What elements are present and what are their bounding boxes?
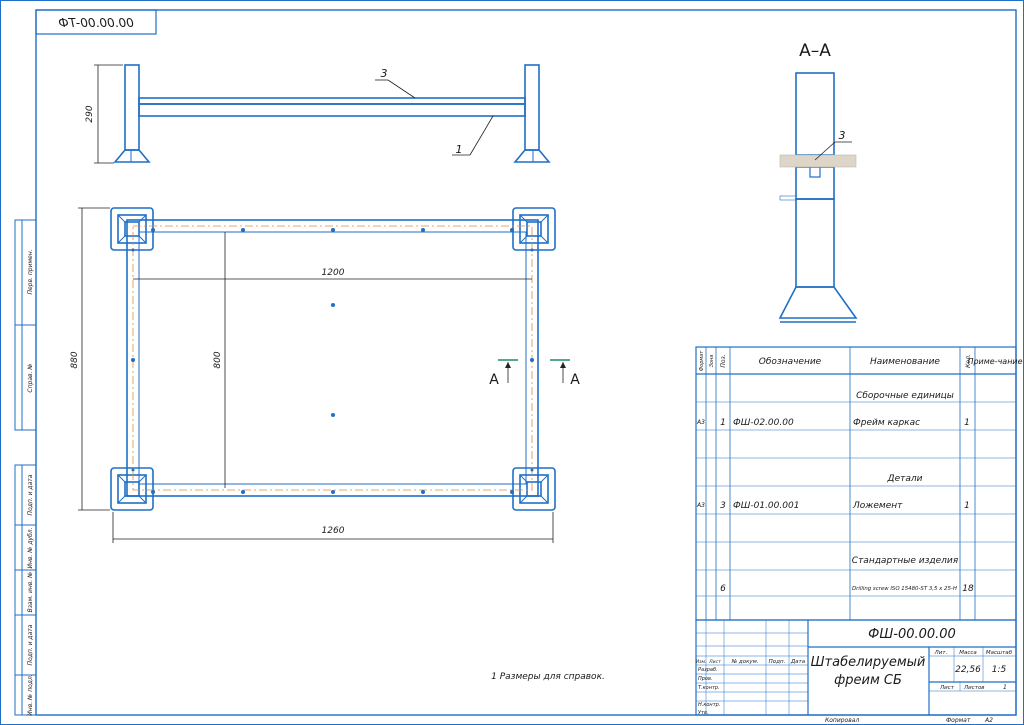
tb-scale-label: Масштаб xyxy=(986,650,1013,656)
side-stamp-label: Инв. № дубл. xyxy=(27,527,34,568)
spec-row-format: А3 xyxy=(696,419,705,426)
spec-header-format: Формат xyxy=(699,350,705,371)
tb-copied-label: Копировал xyxy=(825,717,859,724)
section-callout-line xyxy=(814,141,852,161)
side-stamp-label: Справ. № xyxy=(27,363,34,392)
tb-sheets-label: Листов xyxy=(963,685,985,691)
tb-lit-label: Лит. xyxy=(934,650,948,656)
side-stamp-label: Подп. и дата xyxy=(27,474,34,515)
drawing-note: 1 Размеры для справок. xyxy=(491,672,605,682)
front-callout-1: 1 xyxy=(456,143,463,156)
tb-col-label: Дата xyxy=(790,659,806,665)
tb-role-label: Пров. xyxy=(698,676,713,682)
section-callout-3: 3 xyxy=(839,129,846,142)
top-outer-height-dim: 880 xyxy=(70,351,80,368)
spec-header-qty: Кол. xyxy=(965,354,972,368)
tb-col-label: Подп. xyxy=(769,659,786,665)
spec-row-pos: 1 xyxy=(720,418,726,428)
spec-table xyxy=(695,346,1017,621)
spec-row-qty: 1 xyxy=(964,418,970,428)
spec-row-pos: 6 xyxy=(720,584,726,594)
side-stamp-label: Взам. инв. № xyxy=(27,572,34,613)
spec-row-name: Ложемент xyxy=(852,501,903,511)
spec-header-designation: Обозначение xyxy=(759,357,822,367)
spec-table-rows xyxy=(696,401,1016,597)
spec-section-assembly: Сборочные единицы xyxy=(856,391,954,401)
spec-row-name: Фрейм каркас xyxy=(853,418,920,428)
title-line-2: фреим СБ xyxy=(834,673,902,688)
tb-role-label: Т.контр. xyxy=(698,685,720,691)
top-view xyxy=(110,207,556,511)
tb-role-label: Н.контр. xyxy=(698,702,720,708)
tb-mass-label: Масса xyxy=(959,650,977,656)
spec-header-zone: Зона xyxy=(709,355,715,368)
tb-col-label: № докум. xyxy=(730,659,758,665)
side-stamp xyxy=(14,219,37,716)
side-stamp-label: Инв. № подл. xyxy=(27,674,34,715)
top-outer-width-dim: 1260 xyxy=(322,526,345,536)
spec-row-name: Drilling screw ISO 15480-ST 3,5 x 25-H xyxy=(852,586,957,592)
spec-row-qty: 18 xyxy=(962,584,974,594)
section-view xyxy=(778,72,858,323)
spec-row-qty: 1 xyxy=(964,501,970,511)
tb-mass-value: 22,56 xyxy=(955,665,981,675)
spec-section-parts: Детали xyxy=(887,474,923,484)
drawing-code-text: 00.00.00-ТФ xyxy=(58,16,133,30)
title-block-grid xyxy=(696,620,1016,715)
top-inner-width-dim: 1200 xyxy=(322,268,345,278)
spec-header-pos: Поз. xyxy=(720,354,727,367)
side-stamp-label: Подп. и дата xyxy=(27,624,34,665)
tb-role-label: Утв. xyxy=(698,710,709,716)
front-view-dims xyxy=(94,64,494,164)
top-view-axis xyxy=(132,225,533,491)
tb-format-label: Формат xyxy=(946,717,971,724)
spec-section-standard: Стандартные изделия xyxy=(852,556,959,566)
title-line-1: Штабелируемый xyxy=(811,655,926,670)
top-inner-height-dim: 800 xyxy=(213,351,223,368)
tb-scale-value: 1:5 xyxy=(992,665,1007,675)
tb-role-label: Разраб. xyxy=(698,667,718,673)
front-height-dim: 290 xyxy=(85,105,95,122)
spec-row-designation: ФШ-01.00.001 xyxy=(733,501,799,511)
spec-row-designation: ФШ-02.00.00 xyxy=(733,418,794,428)
spec-row-pos: 3 xyxy=(720,501,726,511)
tb-col-label: Изм. xyxy=(696,659,707,665)
spec-header-name: Наименование xyxy=(870,357,940,367)
title-block xyxy=(695,619,1017,716)
front-view xyxy=(113,64,551,163)
side-stamp-label: Перв. примен. xyxy=(27,249,34,294)
screw-marks xyxy=(131,228,534,494)
section-mark-left: A xyxy=(489,372,499,388)
tb-sheet-label: Лист xyxy=(939,685,955,691)
section-mark-right: A xyxy=(570,372,580,388)
section-marks xyxy=(498,359,570,383)
tb-sheets-value: 1 xyxy=(1003,684,1007,691)
top-view-dims xyxy=(78,207,554,543)
title-doc-code: ФШ-00.00.00 xyxy=(868,627,956,642)
section-hatch xyxy=(779,154,857,201)
drawing-code-box: 00.00.00-ТФ xyxy=(35,9,157,35)
side-stamp-labels: Перв. примен. Справ. № Подп. и дата Инв.… xyxy=(27,249,34,715)
tb-format-value: А2 xyxy=(984,717,993,724)
section-title: A–A xyxy=(799,41,831,61)
spec-row-format: А3 xyxy=(696,502,705,509)
front-callout-3: 3 xyxy=(381,67,388,80)
tb-col-label: Лист xyxy=(708,659,721,665)
spec-header-note: Приме-чание xyxy=(967,357,1022,366)
